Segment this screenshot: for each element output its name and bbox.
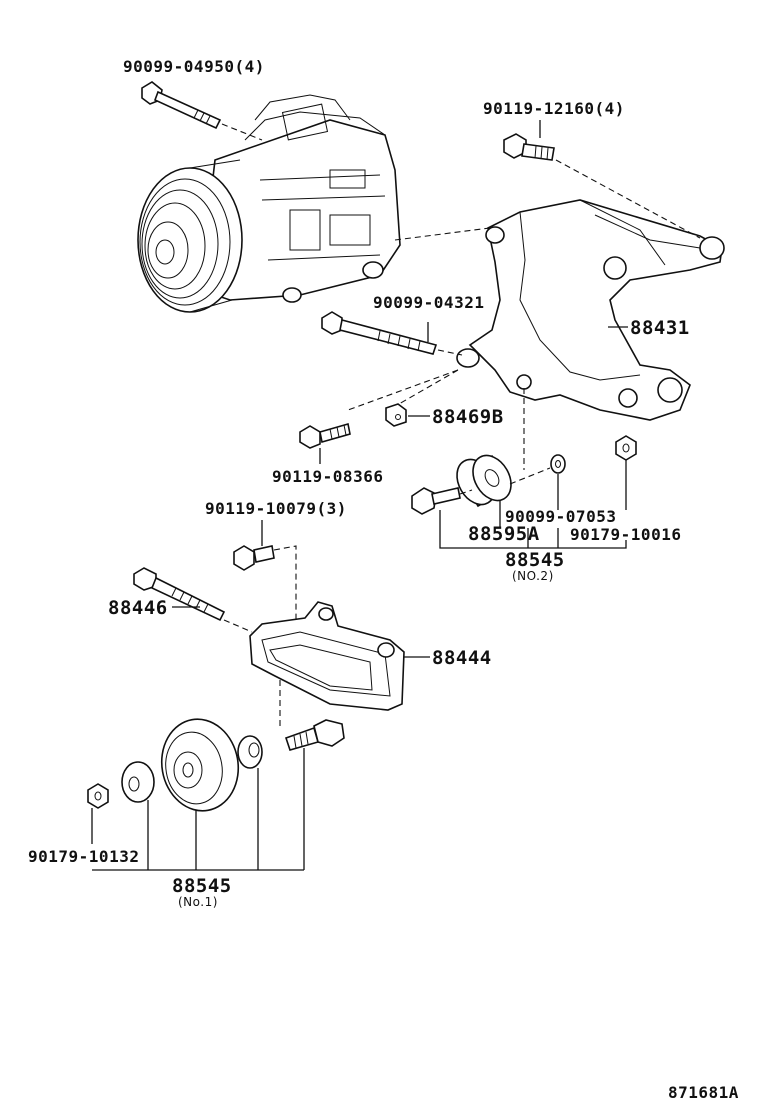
label-no2: (NO.2)	[512, 569, 554, 583]
bolt-90099-04950[interactable]	[141, 81, 222, 130]
label-90119-10079: 90119-10079(3)	[205, 499, 347, 518]
label-90099-07053: 90099-07053	[505, 507, 616, 526]
washer-90099-07053[interactable]	[550, 454, 566, 474]
label-88545-no2: 88545	[505, 549, 565, 571]
ac-compressor	[137, 94, 401, 313]
spacer[interactable]	[237, 735, 263, 769]
label-90119-08366: 90119-08366	[272, 467, 383, 486]
diagram-code: 871681A	[668, 1083, 739, 1102]
bolt-90099-04321[interactable]	[321, 311, 438, 355]
label-90179-10016: 90179-10016	[570, 525, 681, 544]
shoulder-bolt[interactable]	[411, 487, 461, 515]
label-88444: 88444	[432, 647, 492, 669]
label-88469b: 88469B	[432, 406, 504, 428]
idler-pulley-88595a[interactable]	[449, 449, 518, 512]
bracket-88444[interactable]	[249, 601, 405, 711]
nut-90179-10132[interactable]	[87, 783, 109, 809]
bolt-90119-10079[interactable]	[233, 545, 275, 571]
label-88431: 88431	[630, 317, 690, 339]
nut-88469b[interactable]	[385, 403, 407, 427]
label-90099-04321: 90099-04321	[373, 293, 484, 312]
label-no1: (No.1)	[178, 895, 218, 909]
label-90179-10132: 90179-10132	[28, 847, 139, 866]
label-88545-no1: 88545	[172, 875, 232, 897]
label-90099-04950: 90099-04950(4)	[123, 57, 265, 76]
pulley-bolt[interactable]	[284, 719, 345, 751]
idler-pulley-no1[interactable]	[155, 713, 246, 817]
label-88446: 88446	[108, 597, 168, 619]
washer[interactable]	[121, 761, 155, 803]
label-90119-12160: 90119-12160(4)	[483, 99, 625, 118]
bolt-88446[interactable]	[133, 567, 226, 622]
bolt-90119-08366[interactable]	[299, 422, 351, 449]
bolt-90119-12160[interactable]	[503, 133, 555, 161]
nut-90179-10016[interactable]	[615, 435, 637, 461]
bracket-88431[interactable]	[456, 199, 725, 421]
label-88595a: 88595A	[468, 523, 540, 545]
